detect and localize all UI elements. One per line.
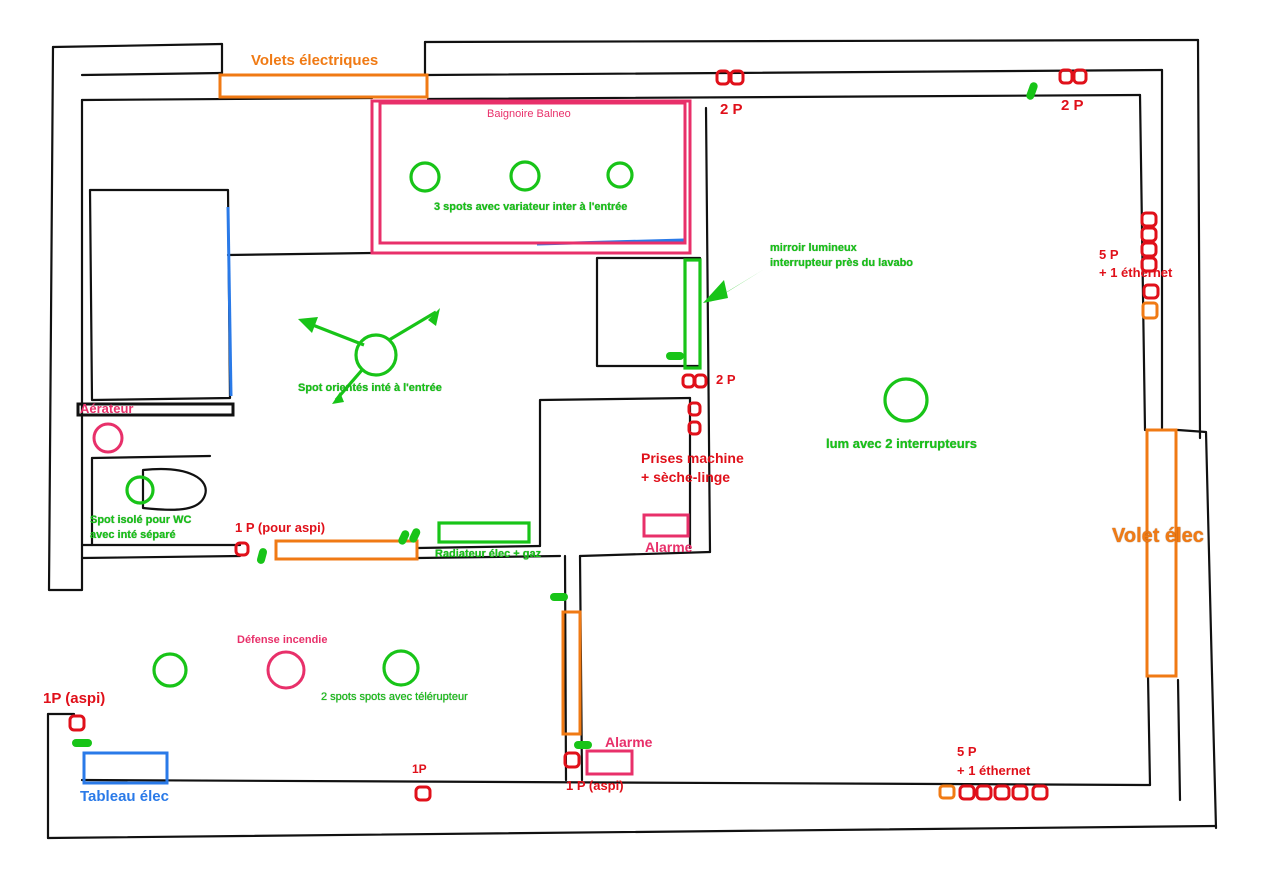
outlet-icon bbox=[234, 541, 250, 557]
outlet-icon bbox=[1140, 226, 1158, 243]
outlet-icon bbox=[1142, 283, 1160, 300]
outlet-icon bbox=[687, 420, 702, 436]
bathtub-inner bbox=[378, 101, 687, 245]
label-2p-top-right: 2 P bbox=[1061, 97, 1084, 114]
alarm-box-1 bbox=[642, 513, 690, 538]
smoke-detector-circle bbox=[266, 650, 306, 690]
shutter-vertical bbox=[561, 610, 582, 736]
switch-bottom-mid bbox=[574, 741, 592, 749]
spot-1 bbox=[152, 652, 188, 688]
ethernet-bottom bbox=[938, 784, 956, 800]
switch-bottom-left bbox=[72, 739, 92, 747]
outlet-icon bbox=[958, 784, 976, 801]
green-elements bbox=[125, 160, 929, 688]
label-volet-elec: Volet élec bbox=[1112, 525, 1204, 547]
label-defense-incendie: Défense incendie bbox=[237, 634, 328, 646]
label-lum: lum avec 2 interrupteurs bbox=[826, 436, 977, 451]
label-baignoire-balneo: Baignoire Balneo bbox=[487, 108, 571, 120]
label-2p-top-left: 2 P bbox=[720, 101, 743, 118]
label-radiateur: Radiateur élec + gaz bbox=[435, 548, 542, 560]
outlet-icon bbox=[693, 373, 708, 389]
outlet-icon bbox=[1058, 68, 1074, 85]
label-ethernet-right: + 1 éthernet bbox=[1099, 265, 1173, 280]
label-alarme-2: Alarme bbox=[605, 734, 653, 750]
label-spots-bath: 3 spots avec variateur inter à l'entrée bbox=[434, 201, 628, 213]
aerateur-bar bbox=[76, 402, 235, 417]
spot-bath-3 bbox=[606, 161, 634, 189]
outlet-icon bbox=[687, 401, 702, 417]
label-5p-right: 5 P bbox=[1099, 247, 1119, 262]
label-ethernet-bottom: + 1 éthernet bbox=[957, 763, 1031, 778]
ethernet-right bbox=[1141, 301, 1159, 320]
outlet-icon bbox=[1031, 784, 1049, 801]
label-spots-telerupteur: 2 spots spots avec télérupteur bbox=[321, 691, 468, 703]
spot-2 bbox=[382, 649, 420, 687]
arrowhead-down bbox=[332, 392, 344, 404]
aerateur-circle bbox=[92, 422, 124, 454]
lum-circle bbox=[883, 377, 929, 423]
outlet-icon bbox=[1011, 784, 1029, 801]
mirror-box bbox=[683, 258, 702, 370]
outlet-icon bbox=[993, 784, 1011, 801]
pink-elements bbox=[92, 99, 692, 776]
label-spot-orientes: Spot orientés inté à l'entrée bbox=[298, 382, 442, 394]
switch-mirror bbox=[666, 352, 684, 360]
label-5p-bottom: 5 P bbox=[957, 744, 977, 759]
shutter-top bbox=[218, 73, 429, 99]
outlet-icon bbox=[1140, 211, 1158, 228]
walls bbox=[46, 38, 1218, 840]
outlets bbox=[68, 68, 1160, 802]
switch-wc bbox=[256, 548, 268, 564]
spot-wc bbox=[125, 475, 155, 505]
label-prises-1: Prises machine bbox=[641, 450, 744, 466]
outlet-icon bbox=[414, 785, 432, 802]
tableau-elec-box bbox=[82, 751, 169, 785]
label-2p-middle: 2 P bbox=[716, 372, 736, 387]
label-tableau-elec: Tableau élec bbox=[80, 788, 169, 805]
label-spot-wc-1: Spot isolé pour WC bbox=[90, 514, 192, 526]
outlet-icon bbox=[563, 751, 581, 769]
orange-elements bbox=[218, 73, 1178, 800]
outlet-icon bbox=[68, 714, 86, 732]
label-1p-aspi-bottom: 1 P (aspi) bbox=[566, 778, 624, 793]
label-1p-aspi-left: 1P (aspi) bbox=[43, 690, 106, 707]
switch-corridor-a bbox=[398, 530, 410, 545]
outlet-icon bbox=[1072, 68, 1088, 85]
arrowhead-right bbox=[428, 308, 440, 326]
mirror-pointer-head bbox=[703, 280, 728, 303]
shower-edge-line bbox=[226, 206, 233, 397]
outlet-icon bbox=[715, 69, 731, 86]
label-1p-pour-aspi: 1 P (pour aspi) bbox=[235, 520, 326, 535]
spot-oriented bbox=[354, 333, 398, 377]
arrow-right bbox=[388, 310, 437, 342]
outlet-icon bbox=[729, 69, 745, 86]
switch-top-right bbox=[1026, 82, 1038, 100]
outlet-icon bbox=[1140, 241, 1158, 258]
label-spot-wc-2: avec inté séparé bbox=[90, 529, 176, 541]
spot-bath-1 bbox=[409, 161, 441, 193]
shutter-corridor bbox=[274, 539, 419, 561]
spot-bath-2 bbox=[509, 160, 541, 192]
label-1p-bottom: 1P bbox=[412, 762, 427, 776]
label-aerateur: Aérateur bbox=[80, 401, 134, 416]
switch-corridor-b bbox=[409, 528, 421, 543]
outlet-icon bbox=[975, 784, 993, 801]
alarm-box-2 bbox=[585, 749, 634, 776]
shutter-right bbox=[1145, 428, 1178, 678]
green-fills bbox=[72, 82, 1038, 749]
label-prises-2: + sèche-linge bbox=[641, 469, 731, 485]
switch-vertical bbox=[550, 593, 568, 601]
label-alarme-1: Alarme bbox=[645, 539, 693, 555]
label-volets-electriques: Volets électriques bbox=[251, 52, 379, 69]
label-miroir-2: interrupteur près du lavabo bbox=[770, 257, 914, 269]
arrow-left bbox=[304, 320, 365, 347]
label-miroir-1: mirroir lumineux bbox=[770, 242, 857, 254]
bathtub-box bbox=[370, 99, 692, 255]
radiateur-box bbox=[437, 521, 531, 544]
outlet-icon bbox=[1140, 256, 1158, 273]
outlet-icon bbox=[681, 373, 696, 389]
arrowhead-left bbox=[298, 317, 318, 333]
